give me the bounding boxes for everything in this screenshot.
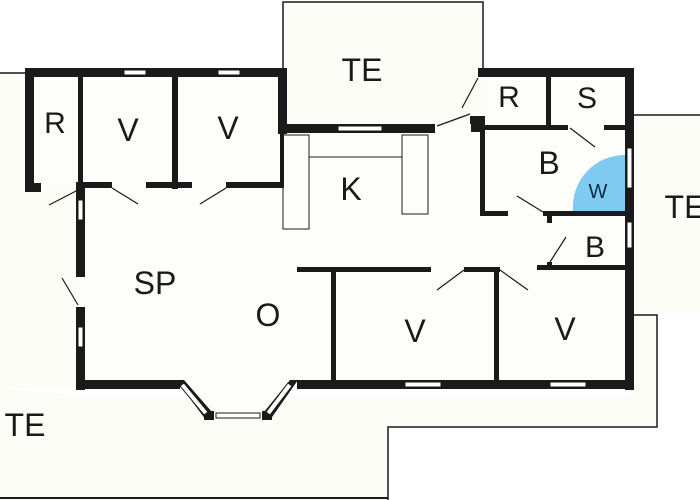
room-label-w: W bbox=[588, 181, 608, 203]
door-openings bbox=[76, 124, 471, 307]
room-label-v-2: V bbox=[217, 110, 239, 146]
kitchen-counters bbox=[282, 134, 429, 230]
room-label-sp: SP bbox=[133, 265, 177, 301]
shower-area bbox=[572, 154, 625, 211]
room-label-te-right: TE bbox=[664, 189, 700, 225]
windows bbox=[77, 69, 633, 419]
room-label-b-2: B bbox=[584, 231, 606, 264]
room-label-te-top: TE bbox=[341, 52, 383, 88]
room-label-v-1: V bbox=[117, 112, 139, 148]
room-label-o: O bbox=[255, 297, 281, 333]
interior-walls bbox=[76, 74, 628, 384]
room-label-v-3: V bbox=[404, 313, 426, 349]
room-label-k: K bbox=[340, 171, 362, 207]
room-label-v-4: V bbox=[554, 311, 576, 347]
room-label-te-bottom: TE bbox=[4, 407, 46, 443]
room-label-b-1: B bbox=[538, 145, 560, 181]
room-label-r-right: R bbox=[498, 81, 520, 114]
room-label-r-left: R bbox=[44, 107, 66, 140]
door-swings bbox=[48, 77, 596, 306]
room-label-s: S bbox=[576, 82, 598, 115]
